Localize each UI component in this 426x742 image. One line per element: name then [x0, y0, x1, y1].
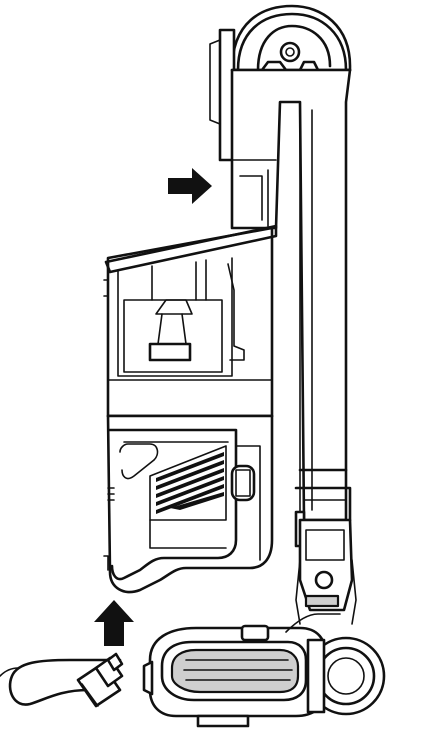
- motor-vents: [149, 445, 227, 549]
- neck-joint: [295, 518, 357, 625]
- charging-plug: [76, 652, 124, 708]
- front-roller: [306, 636, 386, 716]
- dust-cup: [103, 224, 278, 418]
- charging-cable: [0, 658, 122, 706]
- right-arrow-icon: [168, 168, 212, 204]
- up-arrow-icon: [94, 600, 134, 646]
